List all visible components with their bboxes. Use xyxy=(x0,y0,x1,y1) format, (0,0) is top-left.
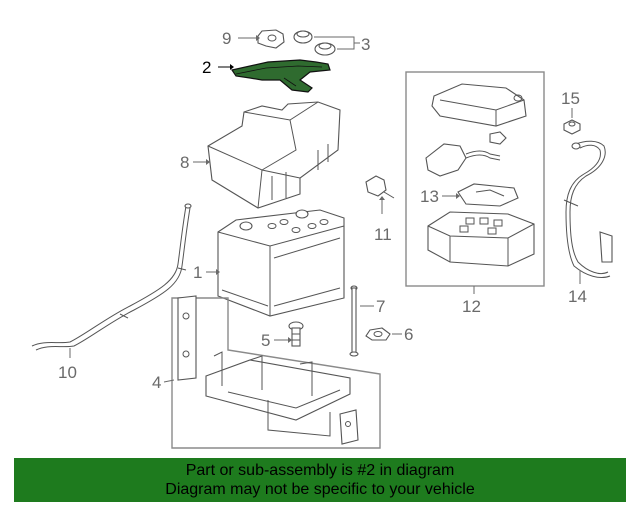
part-14-battery-cable[interactable] xyxy=(563,140,613,279)
callout-6: 6 xyxy=(404,325,413,344)
part-7-stud[interactable] xyxy=(349,285,359,357)
callout-15: 15 xyxy=(561,89,580,108)
part-11-clip[interactable] xyxy=(365,175,395,199)
part-1-battery[interactable] xyxy=(217,209,345,317)
callout-4: 4 xyxy=(152,373,161,392)
part-15-nut[interactable] xyxy=(563,119,581,135)
callout-2: 2 xyxy=(202,58,211,77)
part-5-bolt[interactable] xyxy=(288,321,304,347)
part-10-vent-tube[interactable] xyxy=(31,203,192,351)
callout-9: 9 xyxy=(222,29,231,48)
part-8-battery-insulator[interactable] xyxy=(207,101,341,209)
part-12-fuse-block-assembly[interactable] xyxy=(405,71,545,287)
info-banner: Part or sub-assembly is #2 in diagram Di… xyxy=(14,458,626,502)
part-3-caps[interactable] xyxy=(293,30,336,56)
callout-10: 10 xyxy=(58,363,77,382)
part-2-hold-down-bracket[interactable] xyxy=(231,59,331,93)
callout-3: 3 xyxy=(361,35,370,54)
part-4-battery-tray[interactable] xyxy=(171,295,381,449)
callout-7: 7 xyxy=(376,297,385,316)
banner-line-1: Part or sub-assembly is #2 in diagram xyxy=(185,462,455,479)
callout-11: 11 xyxy=(374,225,392,244)
banner-line-2: Diagram may not be specific to your vehi… xyxy=(165,481,475,498)
part-9-clip[interactable] xyxy=(257,29,285,49)
callout-13: 13 xyxy=(420,187,439,206)
callout-8: 8 xyxy=(180,153,189,172)
callout-5: 5 xyxy=(261,331,270,350)
part-6-nut[interactable] xyxy=(365,327,391,341)
callout-14: 14 xyxy=(568,287,587,306)
battery-parts-diagram: 9 3 2 8 xyxy=(31,29,613,449)
callout-1: 1 xyxy=(193,263,202,282)
callout-12: 12 xyxy=(462,297,481,316)
